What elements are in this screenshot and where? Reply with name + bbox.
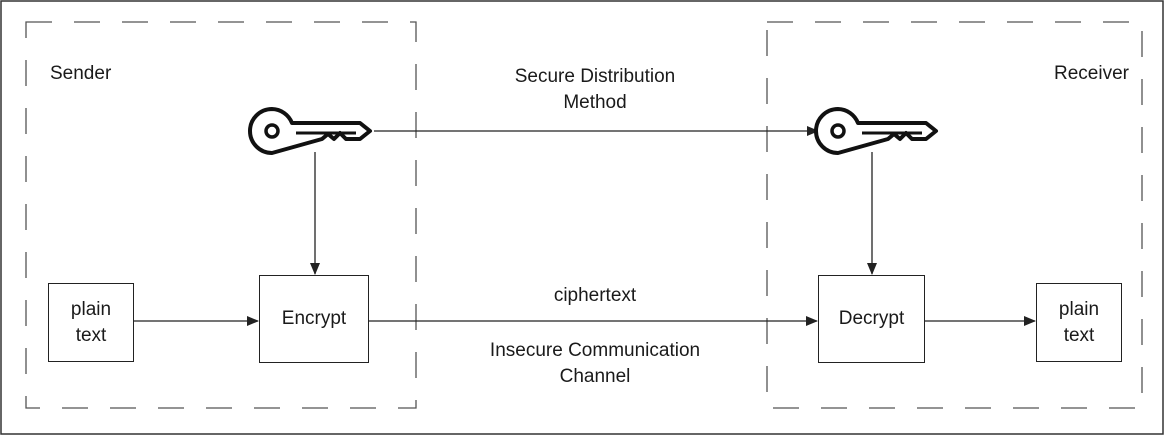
key-icon: [814, 107, 938, 155]
encrypt-label: Encrypt: [281, 308, 347, 329]
ciphertext-label: ciphertext: [553, 285, 637, 306]
secure-distribution-label: Secure Distribution Method: [450, 64, 740, 116]
receiver-label: Receiver: [1054, 63, 1129, 84]
plaintext-input-box: plain text: [48, 283, 134, 362]
plaintext-input-line1: plain: [70, 298, 112, 320]
plaintext-output-line1: plain: [1058, 298, 1100, 320]
sender-region: [25, 21, 417, 409]
decrypt-box: Decrypt: [818, 275, 925, 363]
decrypt-label: Decrypt: [838, 308, 905, 329]
secure-distribution-line2: Method: [563, 92, 627, 113]
encrypt-box: Encrypt: [259, 275, 369, 363]
plaintext-input-line2: text: [75, 324, 107, 346]
insecure-channel-line2: Channel: [559, 366, 631, 387]
plaintext-output-line2: text: [1063, 324, 1095, 346]
key-icon: [248, 107, 372, 155]
secure-distribution-line1: Secure Distribution: [514, 66, 676, 87]
sender-label: Sender: [50, 63, 112, 84]
insecure-channel-label: Insecure Communication Channel: [430, 338, 760, 390]
insecure-channel-line1: Insecure Communication: [489, 340, 701, 361]
plaintext-output-box: plain text: [1036, 283, 1122, 362]
